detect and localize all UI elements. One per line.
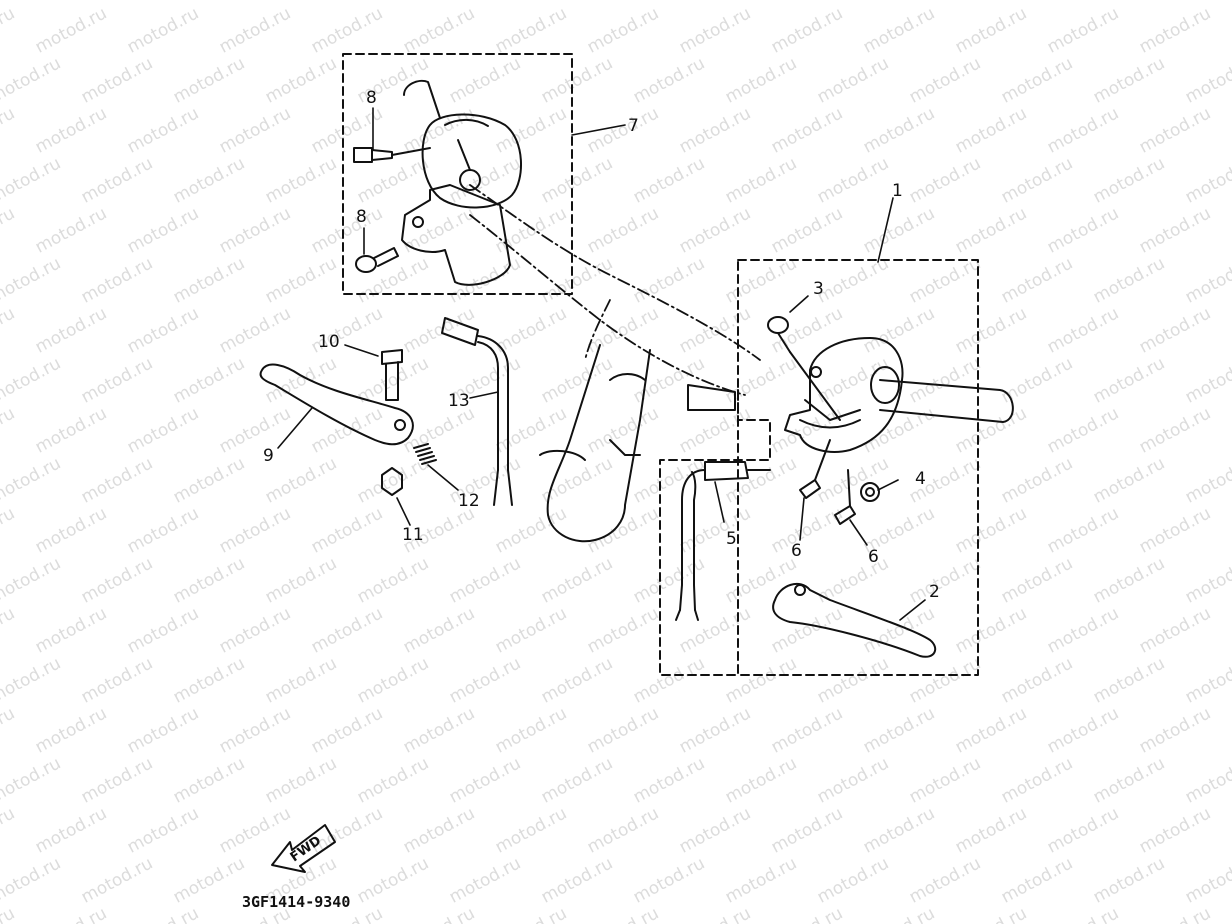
diagram-code: 3GF1414-9340 xyxy=(242,893,350,911)
lever-9 xyxy=(259,363,414,446)
bolt-10 xyxy=(381,349,403,401)
callout-9: 9 xyxy=(263,446,274,466)
callout-8-lower: 8 xyxy=(356,207,367,227)
screw-8-lower xyxy=(355,247,399,273)
callout-10: 10 xyxy=(318,332,340,352)
nut-4 xyxy=(860,482,880,502)
screw-3 xyxy=(767,316,841,421)
group-box-right-switch xyxy=(737,259,979,676)
lever-2 xyxy=(772,582,937,658)
callout-2: 2 xyxy=(929,582,940,602)
fwd-arrow-icon xyxy=(271,824,336,873)
screw-6-left xyxy=(799,439,831,499)
callout-11: 11 xyxy=(402,525,424,545)
callout-8-upper: 8 xyxy=(366,88,377,108)
callout-6-left: 6 xyxy=(791,541,802,561)
callout-6-right: 6 xyxy=(868,547,879,567)
callout-13: 13 xyxy=(448,391,470,411)
callout-4: 4 xyxy=(915,469,926,489)
left-switch-assembly xyxy=(401,113,522,286)
callout-3: 3 xyxy=(813,279,824,299)
callout-12: 12 xyxy=(458,491,480,511)
switch-5-with-wire xyxy=(675,461,771,621)
group-box-right-switch-extension xyxy=(659,389,771,676)
callout-labels: 8 8 7 1 3 4 2 5 6 6 10 9 13 12 11 xyxy=(263,88,940,602)
callout-7: 7 xyxy=(628,116,639,136)
switch-13-with-wire xyxy=(441,317,513,506)
handlebar-grip-right xyxy=(879,379,1014,423)
handlebar xyxy=(469,184,761,396)
center-bracket xyxy=(539,344,736,543)
spring-12 xyxy=(413,443,437,465)
callout-1: 1 xyxy=(892,181,903,201)
screw-8-upper xyxy=(353,147,431,163)
handlebar-grip-left xyxy=(403,79,441,119)
group-box-left-switch xyxy=(342,53,573,295)
screw-6-right xyxy=(834,469,856,525)
right-switch-assembly xyxy=(784,337,904,453)
nut-11 xyxy=(381,467,403,496)
leader-lines xyxy=(277,107,926,621)
callout-5: 5 xyxy=(726,529,737,549)
